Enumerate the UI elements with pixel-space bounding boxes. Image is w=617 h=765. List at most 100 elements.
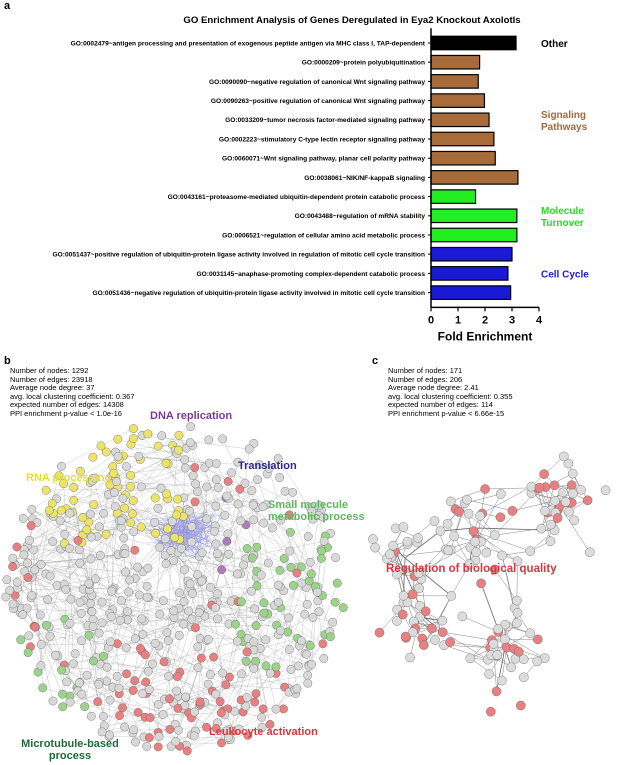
network-node	[233, 569, 242, 579]
network-node	[286, 562, 296, 572]
network-node	[82, 670, 92, 680]
network-node	[250, 697, 260, 707]
network-edge	[202, 511, 205, 535]
network-node	[76, 608, 86, 618]
network-node	[268, 523, 277, 533]
bar	[430, 285, 512, 300]
network-node	[338, 603, 348, 613]
network-node	[560, 497, 571, 507]
network-node	[237, 669, 246, 679]
network-node	[116, 596, 126, 606]
network-c-stat: avg. local clustering coefficient: 0.355	[388, 391, 513, 401]
network-node	[123, 607, 132, 617]
network-node	[170, 533, 180, 542]
network-node	[284, 613, 293, 623]
network-edge	[442, 631, 492, 641]
network-node	[22, 603, 32, 613]
network-node	[305, 557, 315, 567]
network-node	[564, 506, 574, 517]
network-node	[120, 503, 130, 513]
network-edge	[112, 466, 179, 511]
network-edge	[40, 553, 126, 565]
network-node	[86, 711, 96, 721]
network-node	[506, 662, 516, 673]
network-node	[400, 631, 411, 642]
network-node	[408, 589, 418, 600]
network-node	[97, 727, 107, 737]
network-edge	[93, 504, 124, 554]
network-node	[119, 533, 129, 543]
network-node	[129, 527, 139, 537]
network-node	[129, 434, 138, 444]
network-node	[134, 590, 144, 600]
network-edge	[423, 595, 452, 646]
network-node	[142, 592, 152, 602]
network-node	[305, 641, 315, 651]
network-node	[486, 706, 496, 717]
network-node	[164, 671, 174, 681]
network-edge	[190, 442, 226, 516]
network-edge	[201, 554, 229, 582]
network-node	[94, 628, 104, 638]
network-node	[151, 528, 160, 538]
network-edge	[168, 552, 203, 641]
network-node	[118, 703, 127, 713]
network-node	[138, 629, 148, 639]
network-node	[107, 612, 116, 622]
network-node	[234, 724, 244, 734]
network-node	[261, 661, 271, 671]
network-node	[118, 494, 128, 503]
bar	[430, 150, 496, 166]
network-node	[306, 569, 316, 579]
network-node	[172, 686, 182, 696]
network-node	[211, 723, 221, 733]
network-edge	[210, 599, 235, 675]
network-node	[302, 649, 311, 659]
network-edge	[93, 660, 180, 673]
network-node	[23, 648, 33, 658]
network-edge	[190, 557, 220, 584]
network-edge	[201, 657, 242, 674]
bar	[430, 54, 481, 70]
network-b-stat: avg. local clustering coefficient: 0.367	[10, 391, 135, 401]
network-node	[211, 689, 221, 699]
network-node	[408, 627, 418, 638]
group-label: Cell Cycle	[541, 269, 589, 280]
network-node	[427, 623, 437, 634]
network-edge	[243, 564, 288, 633]
network-node	[271, 704, 281, 714]
network-edge	[213, 571, 257, 658]
network-node	[89, 656, 98, 666]
cluster-label-regulation-biological-quality: Regulation of biological quality	[386, 563, 557, 575]
network-node	[276, 626, 285, 636]
network-node	[58, 702, 68, 712]
network-edge	[160, 532, 176, 536]
network-node	[385, 549, 395, 560]
network-node	[288, 488, 297, 497]
network-node	[370, 542, 380, 553]
network-node	[174, 588, 184, 598]
network-node	[211, 501, 221, 511]
network-node	[446, 591, 457, 601]
network-node	[45, 631, 55, 641]
network-node	[540, 506, 550, 516]
network-node	[316, 546, 326, 556]
network-node	[558, 451, 569, 462]
network-edge	[102, 727, 207, 733]
network-node	[150, 517, 160, 527]
network-node	[57, 665, 66, 675]
network-edge	[16, 546, 90, 591]
network-node	[247, 486, 257, 496]
network-edge	[65, 546, 103, 603]
network-node	[137, 614, 147, 624]
network-node	[173, 703, 183, 713]
network-edge	[178, 696, 262, 718]
network-node	[133, 562, 143, 572]
network-edge	[179, 672, 201, 702]
network-node	[96, 441, 106, 451]
network-node	[392, 569, 402, 580]
network-node	[179, 597, 189, 607]
network-node	[127, 509, 137, 519]
network-edge	[12, 517, 83, 605]
network-node	[187, 522, 197, 531]
